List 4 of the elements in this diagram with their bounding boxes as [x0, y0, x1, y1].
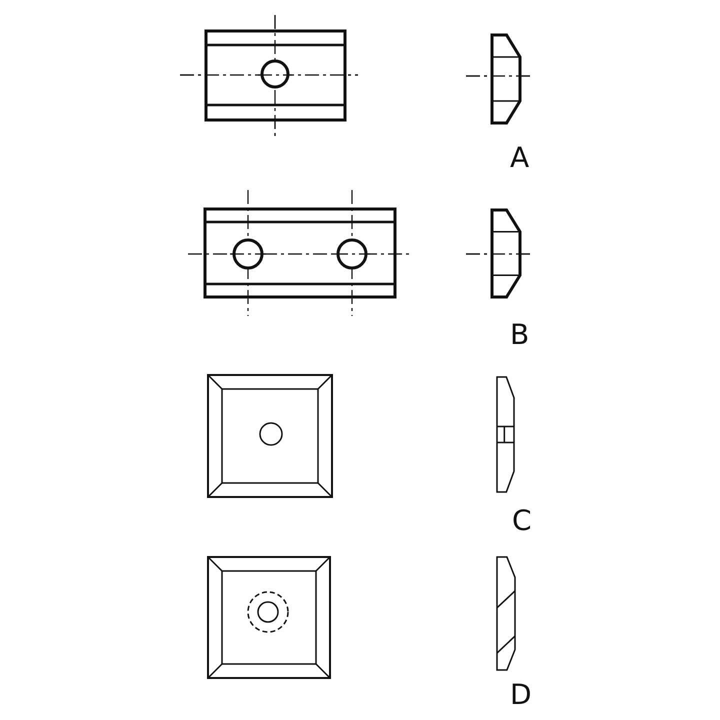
view-letter: C	[512, 506, 532, 536]
view-letter: D	[510, 680, 532, 710]
view-letter: B	[510, 320, 530, 350]
view-letter: A	[510, 143, 530, 173]
